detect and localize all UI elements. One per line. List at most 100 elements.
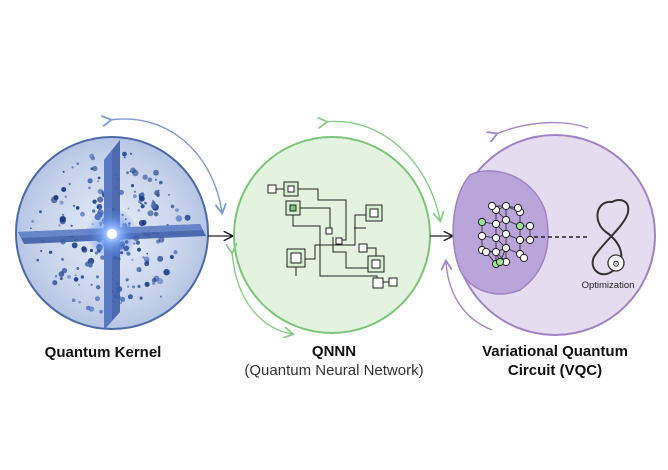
kernel-particle bbox=[92, 199, 97, 204]
vqc-cycle-arrow-bottom bbox=[446, 262, 493, 331]
kernel-particle bbox=[73, 277, 79, 282]
kernel-particle bbox=[88, 263, 93, 268]
nn-node bbox=[481, 247, 491, 257]
kernel-particle bbox=[71, 242, 78, 249]
kernel-particle bbox=[64, 195, 67, 198]
kernel-particle bbox=[40, 249, 43, 253]
kernel-particle bbox=[173, 250, 178, 255]
vqc-title-line2: Circuit (VQC) bbox=[507, 362, 603, 379]
kernel-particle bbox=[97, 180, 99, 183]
kernel-particle bbox=[157, 255, 164, 262]
kernel-particle bbox=[152, 281, 156, 285]
kernel-particle bbox=[141, 219, 147, 225]
kernel-particle bbox=[147, 177, 153, 183]
kernel-particle bbox=[90, 283, 93, 286]
nn-node bbox=[501, 201, 511, 211]
kernel-cycle-arrow bbox=[110, 119, 222, 212]
kernel-particle bbox=[139, 296, 143, 300]
kernel-particle bbox=[135, 240, 140, 245]
nn-node bbox=[515, 221, 525, 231]
kernel-particle bbox=[95, 296, 100, 302]
qnnn-title: QNNN bbox=[311, 343, 357, 360]
kernel-particle bbox=[92, 165, 98, 172]
kernel-particle bbox=[36, 258, 39, 262]
kernel-particle bbox=[88, 186, 91, 190]
kernel-particle bbox=[170, 204, 175, 209]
kernel-particle bbox=[125, 278, 129, 282]
nn-node bbox=[477, 217, 487, 227]
kernel-particle bbox=[58, 224, 61, 227]
neural-net-icon bbox=[477, 201, 535, 269]
kernel-particle bbox=[153, 169, 159, 176]
kernel-particle bbox=[159, 295, 162, 298]
nn-node bbox=[487, 201, 497, 211]
kernel-particle bbox=[70, 224, 73, 227]
kernel-particle bbox=[137, 209, 141, 212]
kernel-particle bbox=[78, 300, 81, 304]
kernel-particle bbox=[137, 247, 141, 252]
kernel-particle bbox=[59, 200, 64, 205]
kernel-particle bbox=[80, 275, 85, 279]
kernel-particle bbox=[132, 169, 139, 177]
kernel-particle bbox=[75, 206, 80, 210]
kernel-particle bbox=[146, 252, 148, 255]
kernel-particle bbox=[151, 277, 157, 283]
kernel-particle bbox=[126, 171, 129, 175]
nn-node bbox=[491, 219, 501, 229]
qnnn-label: QNNN (Quantum Neural Network) bbox=[218, 342, 450, 380]
nn-node bbox=[515, 235, 525, 245]
kernel-particle bbox=[138, 269, 142, 272]
kernel-particle bbox=[31, 219, 35, 223]
kernel-particle bbox=[71, 298, 76, 303]
kernel-particle bbox=[58, 271, 65, 277]
optimization-label: Optimization bbox=[581, 280, 635, 291]
kernel-particle bbox=[150, 202, 157, 209]
kernel-particle bbox=[132, 285, 135, 289]
kernel-particle bbox=[175, 208, 179, 213]
kernel-particle bbox=[169, 255, 174, 259]
nn-node bbox=[525, 221, 535, 231]
kernel-particle bbox=[129, 170, 132, 173]
kernel-particle bbox=[96, 203, 103, 210]
kernel-particle bbox=[30, 227, 32, 229]
qnnn-cycle-arrow-top bbox=[326, 121, 440, 220]
kernel-particle bbox=[67, 275, 71, 279]
kernel-particle bbox=[92, 209, 96, 213]
qnnn-node bbox=[233, 136, 431, 334]
kernel-particle bbox=[39, 210, 42, 214]
infinity-loop-icon bbox=[591, 199, 630, 276]
nn-node bbox=[501, 215, 511, 225]
nn-node bbox=[495, 257, 505, 267]
kernel-particle bbox=[78, 283, 80, 286]
kernel-particle bbox=[95, 275, 100, 279]
kernel-particle bbox=[52, 280, 58, 286]
kernel-particle bbox=[61, 257, 64, 261]
kernel-particle bbox=[99, 309, 103, 314]
nn-node bbox=[525, 235, 535, 245]
vqc-cycle-arrow-top bbox=[496, 121, 589, 134]
kernel-particle bbox=[53, 195, 59, 201]
kernel-particle bbox=[62, 213, 65, 216]
kernel-particle bbox=[168, 193, 171, 196]
nn-node bbox=[491, 247, 501, 257]
kernel-particle bbox=[90, 167, 94, 170]
kernel-particle bbox=[129, 152, 133, 155]
kernel-particle bbox=[131, 258, 134, 261]
kernel-particle bbox=[62, 170, 65, 173]
kernel-particle bbox=[88, 306, 95, 312]
gear-icon: ⚙ bbox=[607, 254, 625, 272]
kernel-particle bbox=[143, 256, 150, 263]
kernel-particle bbox=[127, 207, 130, 210]
kernel-particle bbox=[59, 216, 66, 223]
kernel-particle bbox=[76, 267, 80, 270]
qnnn-cycle-arrow-bottom bbox=[232, 252, 292, 334]
kernel-particle bbox=[138, 199, 142, 204]
kernel-particle bbox=[127, 285, 130, 288]
kernel-particle bbox=[154, 190, 160, 196]
kernel-particle bbox=[76, 162, 79, 165]
kernel-particle bbox=[97, 176, 101, 180]
kernel-particle bbox=[54, 274, 58, 278]
kernel-particle bbox=[80, 211, 85, 217]
kernel-particle bbox=[123, 156, 126, 159]
